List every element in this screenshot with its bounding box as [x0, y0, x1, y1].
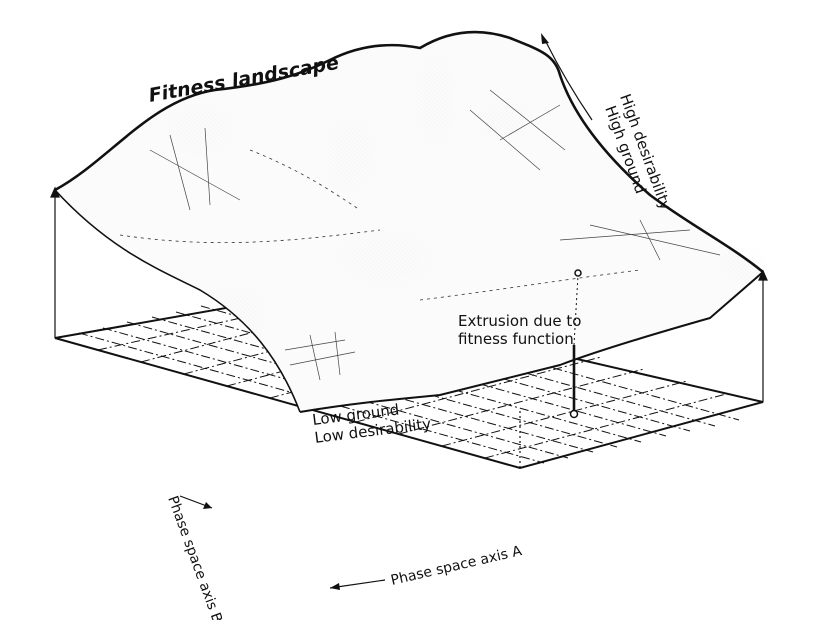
- extrusion-line2: fitness function: [458, 330, 574, 348]
- surface-left-edge: [54, 189, 301, 413]
- surface-contours: [119, 149, 641, 301]
- ridge-line: [54, 30, 764, 274]
- axis-a-arrow: [329, 579, 386, 590]
- axis-b-arrow: [179, 495, 213, 509]
- surface-point: [574, 269, 582, 277]
- extrusion-indicator: [569, 269, 582, 419]
- extrusion-line1: Extrusion due to: [458, 312, 581, 330]
- surface-front-edge: [299, 271, 764, 413]
- surface-grid: [149, 89, 721, 381]
- phase-point: [569, 409, 579, 419]
- extrusion-label: Extrusion due to fitness function: [458, 312, 581, 348]
- height-arrow: [541, 33, 593, 121]
